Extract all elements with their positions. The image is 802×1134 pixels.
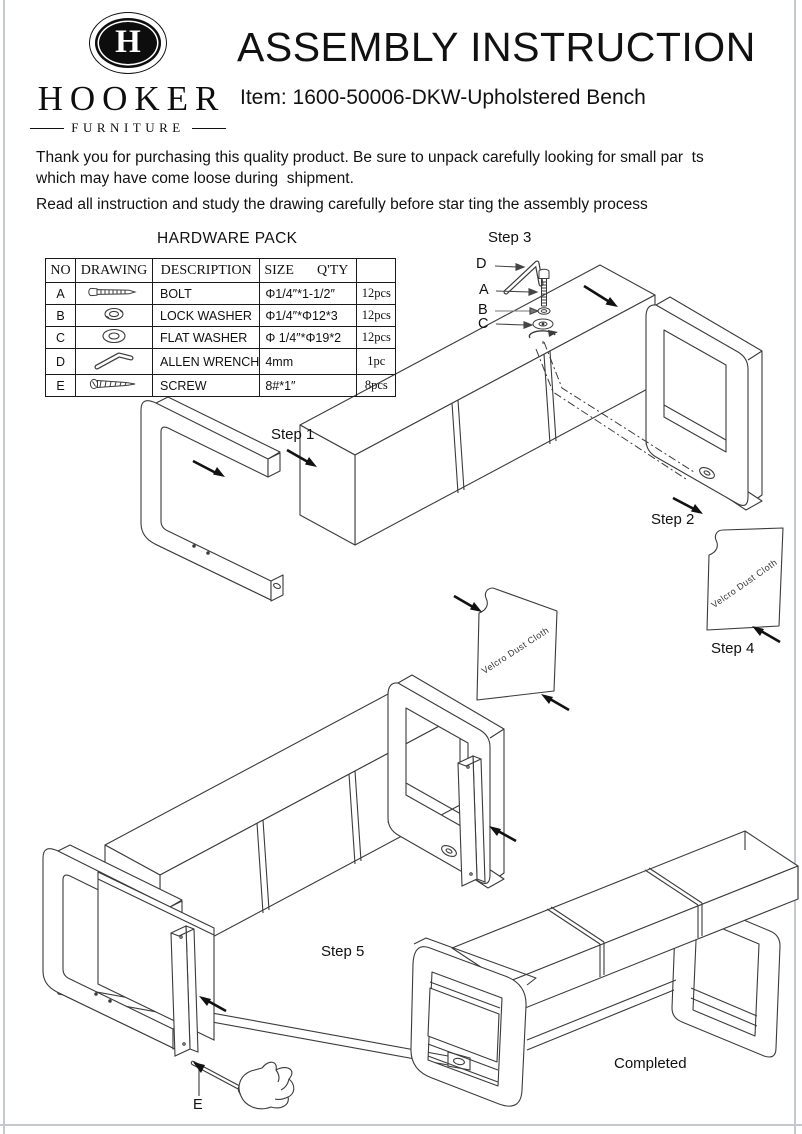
bench-right-leg-drawing xyxy=(645,296,763,511)
part-size: 8#*1″ xyxy=(259,374,358,397)
col-header-qty: Q'TY xyxy=(317,262,349,278)
completed-bench-drawing xyxy=(410,830,799,1107)
step-3-label: Step 3 xyxy=(488,229,532,246)
bench-exploded-top-drawing xyxy=(140,264,763,602)
screw-icon xyxy=(75,374,153,397)
rule-line xyxy=(30,127,65,129)
part-qty: 8pcs xyxy=(356,374,397,397)
part-size: Φ 1/4″*Φ19*2 xyxy=(259,326,358,349)
page-title: ASSEMBLY INSTRUCTION xyxy=(237,24,756,70)
arrow-icon xyxy=(192,459,225,477)
logo-sub-brand: FURNITURE xyxy=(28,120,228,136)
part-qty: 12pcs xyxy=(356,282,397,305)
part-size: Φ1/4″*1-1/2″ xyxy=(259,282,358,305)
part-letter: D xyxy=(45,348,76,375)
logo-monogram-letter: H xyxy=(115,23,141,60)
flat-washer-drawing xyxy=(532,318,554,330)
intro-line: which may have come loose during shipmen… xyxy=(36,170,354,187)
arrow-icon xyxy=(489,826,517,843)
arrow-icon xyxy=(541,694,570,712)
flat-washer-icon xyxy=(75,326,153,349)
intro-line: Read all instruction and study the drawi… xyxy=(36,196,648,213)
page-border-right xyxy=(794,0,796,1134)
table-header-row: NO DRAWING DESCRIPTION SIZE Q'TY xyxy=(45,258,397,283)
callout-letter-a: A xyxy=(479,282,489,298)
part-size: Φ1/4″*Φ12*3 xyxy=(259,304,358,327)
hardware-row-b: B LOCK WASHER Φ1/4″*Φ12*3 12pcs xyxy=(45,304,397,327)
side-panel-drawing xyxy=(170,925,199,1057)
dust-cloth-right: Velcro Dust Cloth xyxy=(706,527,784,631)
stretcher-rails-drawing xyxy=(57,984,471,1071)
part-qty: 12pcs xyxy=(356,304,397,327)
part-letter: A xyxy=(45,282,76,305)
hardware-stack-drawing xyxy=(494,260,558,344)
completed-label: Completed xyxy=(614,1055,687,1072)
part-description: BOLT xyxy=(151,282,261,305)
callout-leader-lines xyxy=(494,262,540,330)
item-number: Item: 1600-50006-DKW-Upholstered Bench xyxy=(240,86,646,109)
part-description: FLAT WASHER xyxy=(151,326,261,349)
page-border-left xyxy=(3,0,5,1134)
callout-letter-e: E xyxy=(193,1097,203,1113)
step-4-label: Step 4 xyxy=(711,640,755,657)
lock-washer-icon xyxy=(75,304,153,327)
side-panel-drawing xyxy=(457,755,486,887)
bolt-drawing xyxy=(538,268,550,307)
callout-letter-d: D xyxy=(476,256,487,272)
hardware-pack-table: NO DRAWING DESCRIPTION SIZE Q'TY A BOLT xyxy=(45,258,397,397)
dust-cloth-center: Velcro Dust Cloth xyxy=(476,587,558,701)
bench-step5-drawing xyxy=(42,674,505,1110)
arrow-icon xyxy=(583,284,618,307)
intro-text: Thank you for purchasing this quality pr… xyxy=(36,147,776,215)
hardware-row-c: C FLAT WASHER Φ 1/4″*Φ19*2 12pcs xyxy=(45,326,397,349)
hand-icon xyxy=(238,1061,295,1110)
col-header-size: SIZE xyxy=(264,262,294,278)
hardware-row-e: E SCREW 8#*1″ 8pcs xyxy=(45,374,397,397)
hardware-pack-title: HARDWARE PACK xyxy=(157,230,298,247)
page-border-bottom xyxy=(0,1124,802,1126)
callout-letter-b: B xyxy=(478,302,488,318)
arrow-icon xyxy=(199,996,227,1013)
arrow-icon xyxy=(453,594,482,612)
arrow-icon xyxy=(672,496,703,514)
part-letter: E xyxy=(45,374,76,397)
allen-wrench-icon xyxy=(75,348,153,375)
completed-left-leg-drawing xyxy=(410,937,537,1107)
logo-sub-brand-label: FURNITURE xyxy=(71,120,185,135)
hooker-furniture-logo: H HOOKER FURNITURE xyxy=(28,12,228,136)
step-5-label: Step 5 xyxy=(321,943,365,960)
part-description: LOCK WASHER xyxy=(151,304,261,327)
arrow-icon xyxy=(286,448,317,467)
col-header-size-qty: SIZE Q'TY xyxy=(259,258,358,283)
part-qty: 12pcs xyxy=(356,326,397,349)
part-description: ALLEN WRENCH xyxy=(151,348,261,375)
col-header-blank xyxy=(356,258,397,283)
col-header-no: NO xyxy=(45,258,76,283)
arrow-icon xyxy=(752,626,781,644)
rule-line xyxy=(191,127,226,129)
rotation-arrow-icon xyxy=(528,330,558,344)
intro-line: Thank you for purchasing this quality pr… xyxy=(36,149,704,166)
col-header-description: DESCRIPTION xyxy=(151,258,261,283)
step-1-label: Step 1 xyxy=(271,426,315,443)
hardware-row-d: D ALLEN WRENCH 4mm 1pc xyxy=(45,348,397,375)
logo-brand-name: HOOKER xyxy=(37,79,226,118)
col-header-drawing: DRAWING xyxy=(75,258,153,283)
part-description: SCREW xyxy=(151,374,261,397)
part-letter: B xyxy=(45,304,76,327)
bolt-icon xyxy=(75,282,153,305)
bench-left-leg-drawing xyxy=(140,396,284,602)
part-letter: C xyxy=(45,326,76,349)
arrow-icon xyxy=(193,1062,205,1073)
far-rail-lines xyxy=(526,979,677,1051)
bolt-path-dashed-lines xyxy=(535,341,695,480)
logo-monogram-icon: H xyxy=(89,12,167,74)
direction-arrows xyxy=(192,284,781,1013)
part-qty: 1pc xyxy=(356,348,397,375)
part-size: 4mm xyxy=(259,348,358,375)
callout-letter-c: C xyxy=(478,316,489,332)
hardware-row-a: A BOLT Φ1/4″*1-1/2″ 12pcs xyxy=(45,282,397,305)
step-2-label: Step 2 xyxy=(651,511,695,528)
